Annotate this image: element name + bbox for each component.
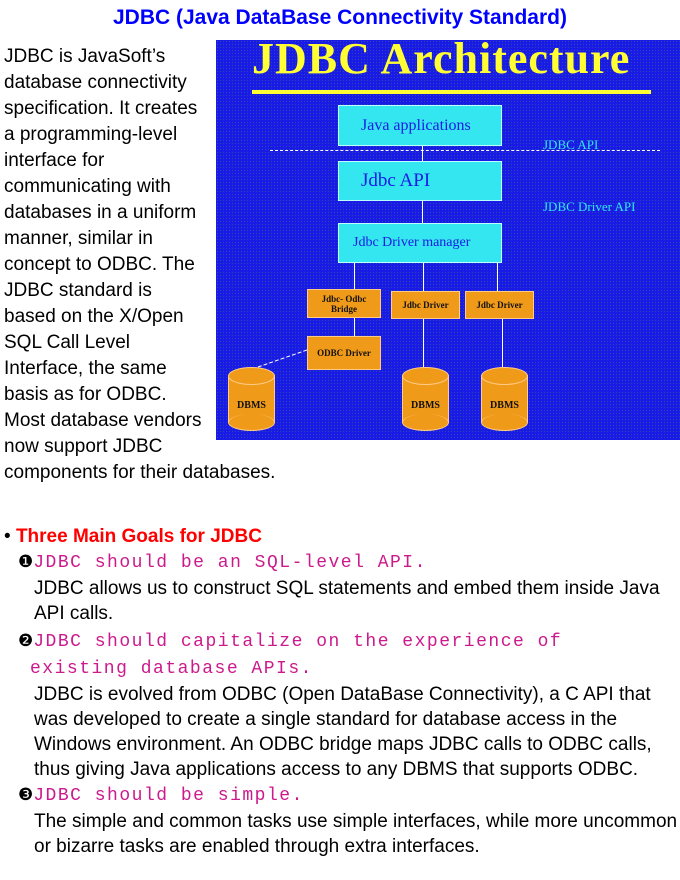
goals-section: • Three Main Goals for JDBC ❶JDBC should… — [4, 524, 680, 859]
number-1-icon: ❶ — [18, 552, 34, 571]
jdbc-api-label: JDBC API — [543, 137, 599, 152]
goal-title-continued: existing database APIs. — [4, 655, 680, 682]
dbms-label: DBMS — [411, 400, 440, 411]
goal-title-line2: existing database APIs. — [30, 659, 313, 679]
connector-line — [423, 263, 424, 291]
goal-description: JDBC allows us to construct SQL statemen… — [34, 578, 660, 624]
connector-line — [423, 319, 424, 367]
goal-description: JDBC is evolved from ODBC (Open DataBase… — [34, 684, 652, 780]
connector-line — [497, 263, 498, 291]
java-applications-box: Java applications — [338, 105, 502, 146]
page-title: JDBC (Java DataBase Connectivity Standar… — [113, 6, 567, 29]
goal-item: ❶JDBC should be an SQL-level API. — [4, 549, 680, 576]
jdbc-driver-box: Jdbc Driver — [391, 291, 460, 319]
number-2-icon: ❷ — [18, 631, 34, 650]
intro-section: JDBC Architecture Java applications Jdbc… — [4, 37, 680, 486]
goal-item: ❷JDBC should capitalize on the experienc… — [4, 628, 680, 655]
connector-line — [502, 319, 503, 367]
dbms-label: DBMS — [237, 400, 266, 411]
connector-line — [354, 263, 355, 289]
dbms-cylinder: DBMS — [481, 367, 528, 431]
jdbc-driver-box: Jdbc Driver — [465, 291, 534, 319]
bullet-icon: • — [4, 526, 11, 547]
jdbc-odbc-bridge-box: Jdbc- Odbc Bridge — [307, 289, 381, 318]
dbms-label: DBMS — [490, 400, 519, 411]
connector-line — [422, 146, 423, 161]
goal-title: JDBC should be simple. — [33, 786, 304, 806]
api-divider-line — [270, 150, 660, 151]
odbc-driver-box: ODBC Driver — [307, 336, 381, 370]
diagram-title-underline — [252, 90, 651, 94]
goals-heading-text: Three Main Goals for JDBC — [15, 526, 262, 547]
connector-line — [354, 318, 355, 336]
goals-heading: • Three Main Goals for JDBC — [4, 524, 680, 549]
number-3-icon: ❸ — [18, 785, 34, 804]
connector-line — [422, 201, 423, 223]
dbms-cylinder: DBMS — [228, 367, 275, 431]
driver-manager-box: Jdbc Driver manager — [338, 223, 502, 263]
jdbc-api-box: Jdbc API — [338, 161, 502, 201]
jdbc-architecture-diagram: JDBC Architecture Java applications Jdbc… — [216, 34, 680, 440]
dashed-connector — [257, 349, 308, 368]
jdbc-driver-api-label: JDBC Driver API — [543, 199, 636, 214]
intro-paragraph: JDBC is JavaSoft’s database connectivity… — [4, 46, 276, 483]
goal-description: The simple and common tasks use simple i… — [34, 811, 678, 857]
goal-item: ❸JDBC should be simple. — [4, 782, 680, 809]
goal-title: JDBC should be an SQL-level API. — [33, 553, 427, 573]
diagram-title: JDBC Architecture — [252, 34, 631, 83]
goal-title: JDBC should capitalize on the experience… — [33, 632, 563, 652]
dbms-cylinder: DBMS — [402, 367, 449, 431]
